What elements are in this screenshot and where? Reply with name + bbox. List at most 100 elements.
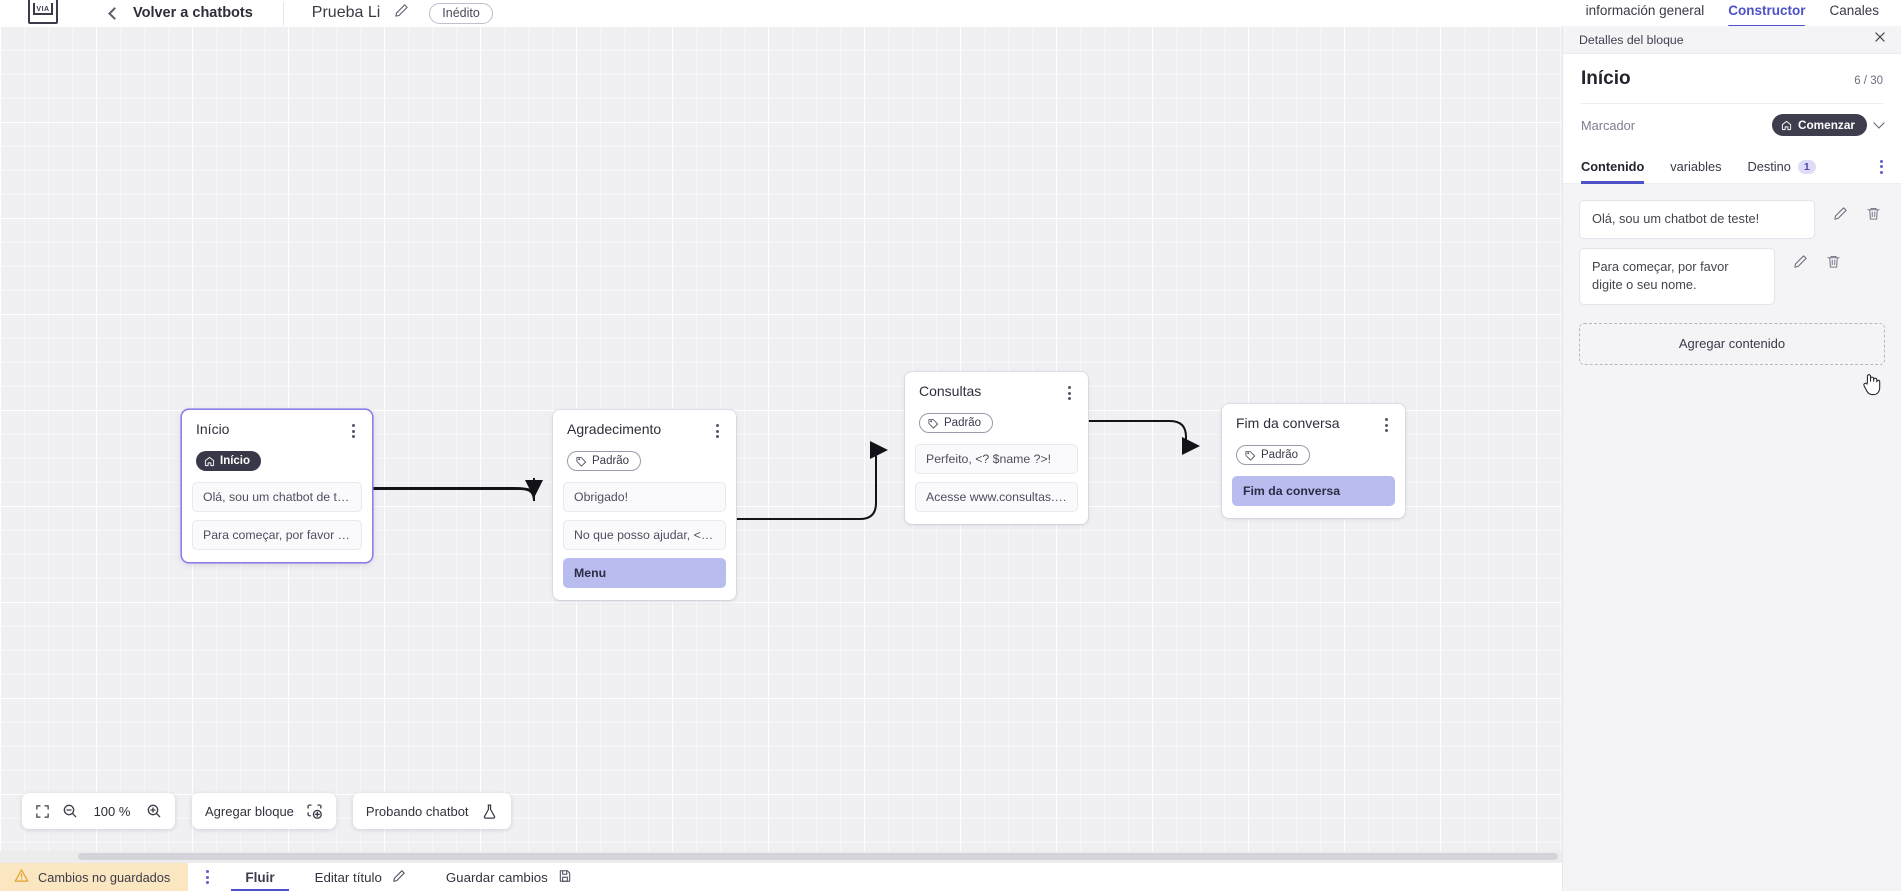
tab-contenido-label: Contenido	[1581, 159, 1645, 174]
close-icon[interactable]	[1873, 30, 1887, 49]
pencil-icon[interactable]	[1793, 254, 1808, 269]
chevron-down-icon[interactable]	[1873, 117, 1885, 129]
node-title: Início	[196, 421, 230, 437]
node-action-item[interactable]: Fim da conversa	[1232, 475, 1395, 506]
top-nav-tabs: información general Constructor Canales	[1562, 0, 1901, 27]
topbar-divider	[282, 2, 284, 36]
panel-content-list: Olá, sou um chatbot de teste! Para	[1563, 184, 1901, 365]
node-body: Perfeito, <? $name ?>! Acesse www.consul…	[905, 434, 1088, 524]
flow-node-inicio[interactable]: Início Início Olá, sou um chatbot de tes…	[182, 410, 372, 562]
edit-title-label: Editar título	[314, 869, 382, 885]
node-badge-default: Padrão	[919, 413, 994, 433]
trash-icon[interactable]	[1826, 254, 1841, 269]
node-message[interactable]: Olá, sou um chatbot de teste!	[192, 481, 362, 512]
pencil-icon[interactable]	[392, 869, 406, 886]
test-chatbot-label: Probando chatbot	[365, 803, 469, 819]
home-icon	[204, 456, 215, 466]
unsaved-changes-indicator: Cambios no guardados	[0, 863, 189, 891]
marcador-chip-label: Comenzar	[1797, 118, 1855, 132]
node-menu-button[interactable]	[1065, 384, 1074, 402]
node-badge-label: Padrão	[1261, 449, 1299, 461]
fit-screen-icon[interactable]	[35, 804, 50, 819]
flow-node-fim-da-conversa[interactable]: Fim da conversa Padrão Fim da conversa	[1222, 404, 1405, 518]
node-message[interactable]: Perfeito, <? $name ?>!	[915, 443, 1078, 474]
panel-separator	[1581, 103, 1883, 104]
node-body: Obrigado! No que posso ajudar, <? $name …	[553, 472, 736, 600]
tab-canales[interactable]: Canales	[1829, 3, 1879, 18]
panel-tabs-menu-button[interactable]	[1880, 159, 1883, 174]
node-title: Consultas	[919, 383, 982, 399]
node-badge-label: Início	[220, 455, 251, 467]
test-chatbot-button[interactable]: Probando chatbot	[352, 793, 511, 829]
tag-icon	[928, 418, 938, 429]
add-block-button[interactable]: Agregar bloque	[192, 793, 336, 829]
chatbot-title: Prueba Li	[311, 4, 381, 21]
node-menu-button[interactable]	[1382, 416, 1391, 434]
node-header: Início Início	[182, 410, 372, 472]
node-badge-start: Início	[196, 451, 262, 471]
add-block-icon[interactable]	[306, 803, 323, 820]
flask-icon[interactable]	[481, 803, 498, 820]
zoom-in-icon[interactable]	[146, 803, 162, 819]
flow-node-agradecimento[interactable]: Agradecimento Padrão Obrigado! No que po…	[553, 410, 736, 600]
app-logo-text: VIA	[33, 3, 53, 15]
tab-variables[interactable]: variables	[1670, 150, 1721, 184]
statusbar-menu-button[interactable]	[206, 870, 210, 884]
node-badge-default: Padrão	[567, 451, 642, 471]
node-header: Fim da conversa Padrão	[1222, 404, 1405, 466]
warning-triangle-icon	[14, 868, 29, 886]
back-chevron-icon[interactable]	[108, 6, 121, 20]
node-body: Olá, sou um chatbot de teste! Para começ…	[182, 472, 372, 562]
node-message[interactable]: Acesse www.consultas.com par...	[915, 481, 1078, 512]
tab-variables-label: variables	[1670, 159, 1722, 174]
content-text[interactable]: Olá, sou um chatbot de teste!	[1579, 200, 1815, 239]
pencil-icon[interactable]	[1833, 206, 1848, 221]
save-changes-button[interactable]: Guardar cambios	[426, 863, 592, 891]
top-bar: VIA Volver a chatbots Prueba Li Inédito	[0, 0, 1562, 36]
scrollbar-thumb[interactable]	[78, 853, 1558, 860]
tab-contenido[interactable]: Contenido	[1581, 150, 1645, 184]
node-title: Fim da conversa	[1236, 415, 1340, 431]
tab-informacion-general[interactable]: información general	[1585, 3, 1705, 18]
trash-icon[interactable]	[1866, 206, 1881, 221]
save-disk-icon[interactable]	[558, 869, 572, 886]
app-logo-icon[interactable]: VIA	[28, 0, 58, 24]
node-menu-button[interactable]	[713, 422, 722, 440]
marcador-chip[interactable]: Comenzar	[1771, 114, 1867, 136]
add-content-button[interactable]: Agregar contenido	[1579, 322, 1885, 365]
node-menu-button[interactable]	[349, 422, 358, 440]
block-count: 6 / 30	[1854, 75, 1883, 87]
content-text[interactable]: Para começar, por favor digite o seu nom…	[1579, 247, 1775, 305]
mouse-cursor-pointer	[1861, 371, 1883, 402]
node-badge-default: Padrão	[1236, 445, 1311, 465]
unsaved-changes-label: Cambios no guardados	[38, 869, 171, 885]
tag-icon	[1245, 450, 1255, 461]
panel-header-title: Detalles del bloque	[1579, 32, 1684, 47]
tab-fluir[interactable]: Fluir	[225, 863, 294, 891]
node-message[interactable]: No que posso ajudar, <? $name ...	[563, 519, 726, 550]
flow-node-consultas[interactable]: Consultas Padrão Perfeito, <? $name ?>! …	[905, 372, 1088, 524]
canvas-horizontal-scrollbar[interactable]	[0, 851, 1562, 862]
node-message[interactable]: Para começar, por favor digite o ...	[192, 519, 362, 550]
node-title: Agradecimento	[567, 421, 662, 437]
zoom-out-icon[interactable]	[62, 803, 78, 819]
add-content-label: Agregar contenido	[1678, 336, 1786, 352]
flow-canvas[interactable]: Início Início Olá, sou um chatbot de tes…	[0, 26, 1562, 862]
block-title: Início	[1581, 68, 1631, 89]
tag-icon	[576, 456, 586, 467]
panel-tabs: Contenido variables Destino 1	[1563, 150, 1901, 184]
node-badge-label: Padrão	[944, 417, 982, 429]
tab-destino-label: Destino	[1747, 159, 1791, 174]
tab-constructor[interactable]: Constructor	[1728, 3, 1806, 27]
bottom-status-bar: Cambios no guardados Fluir Editar título…	[0, 862, 1562, 891]
panel-top-section: Início 6 / 30 Marcador Comenzar	[1563, 54, 1901, 150]
marcador-row: Marcador Comenzar	[1581, 104, 1885, 150]
tab-destino[interactable]: Destino 1	[1747, 150, 1816, 184]
edit-title-pencil-icon[interactable]	[394, 3, 409, 23]
node-action-item[interactable]: Menu	[563, 557, 726, 588]
content-item: Para começar, por favor digite o seu nom…	[1579, 247, 1885, 305]
panel-header: Detalles del bloque	[1563, 26, 1901, 54]
edit-title-button[interactable]: Editar título	[295, 863, 426, 891]
back-to-chatbots-link[interactable]: Volver a chatbots	[133, 5, 253, 21]
node-message[interactable]: Obrigado!	[563, 481, 726, 512]
